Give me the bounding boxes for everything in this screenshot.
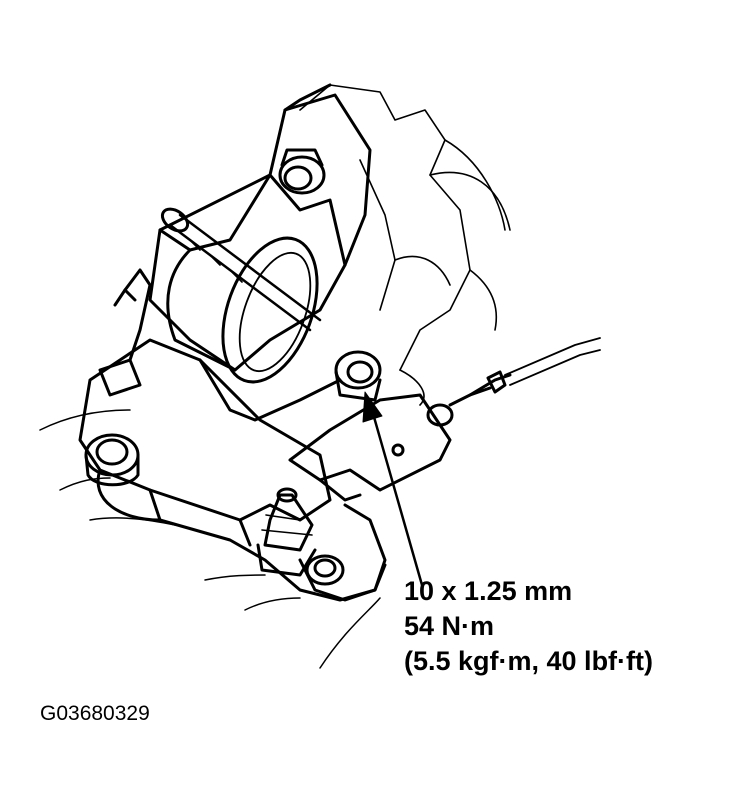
torque-nm-label: 54 N·m — [404, 611, 495, 641]
figure-id: G03680329 — [40, 702, 150, 725]
hose-bracket — [288, 370, 512, 502]
torque-alt-units-label: (5.5 kgf·m, 40 lbf·ft) — [404, 646, 654, 676]
pad-clip — [98, 268, 152, 397]
top-bolt — [278, 148, 326, 195]
lower-center-bolt — [256, 487, 317, 577]
brake-hose — [504, 337, 601, 386]
knuckle-background — [299, 84, 511, 406]
caliper-body — [148, 83, 372, 422]
rotor-contours — [39, 409, 381, 669]
bolt-size-label: 10 x 1.25 mm — [404, 576, 573, 606]
torque-callout-arrow — [362, 391, 424, 587]
banjo-bolt — [334, 350, 382, 402]
guide-pin — [160, 207, 322, 332]
lower-left-bolt — [84, 433, 140, 487]
lower-right-bolt — [298, 554, 387, 602]
